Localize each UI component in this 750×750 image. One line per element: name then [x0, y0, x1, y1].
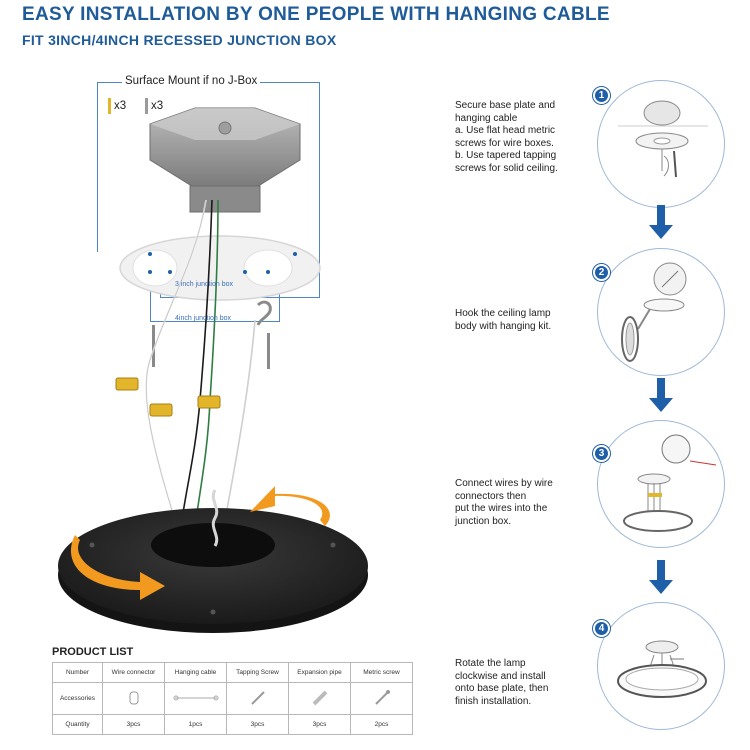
- quantity-cell: 2pcs: [350, 714, 413, 735]
- metric-screw-icon: [350, 682, 413, 715]
- down-arrow-icon: [649, 378, 673, 412]
- gold-screw-qty: x3: [108, 98, 126, 114]
- hanging-hook: [256, 300, 272, 326]
- junction-4inch-label: 4inch junction box: [175, 315, 232, 322]
- step-2-badge: 2: [593, 264, 610, 281]
- table-row: Number Wire connector Hanging cable Tapp…: [52, 662, 413, 683]
- row-label-quantity: Quantity: [52, 714, 103, 735]
- base-plate: [58, 508, 368, 633]
- table-row: Quantity 3pcs 1pcs 3pcs 3pcs 2pcs: [52, 714, 413, 735]
- column-header: Hanging cable: [164, 662, 227, 683]
- wires: [145, 199, 256, 521]
- page-title: EASY INSTALLATION BY ONE PEOPLE WITH HAN…: [22, 4, 610, 25]
- down-arrow-icon: [649, 560, 673, 594]
- column-header: Tapping Screw: [226, 662, 289, 683]
- step-1-badge: 1: [593, 87, 610, 104]
- silver-screw-qty-text: x3: [151, 100, 164, 112]
- junction-3inch-label: 3 inch junction box: [175, 281, 233, 288]
- hanging-cable-icon: [164, 682, 227, 715]
- product-list-table: Number Wire connector Hanging cable Tapp…: [52, 662, 413, 735]
- rotate-arrows: [70, 486, 330, 600]
- step-3-badge: 3: [593, 445, 610, 462]
- column-header: Metric screw: [350, 662, 413, 683]
- tapping-screw-icon: [226, 682, 289, 715]
- silver-screw-icon: [145, 98, 148, 114]
- hanging-chain: [211, 489, 219, 547]
- row-label-number: Number: [52, 662, 103, 683]
- junction-box: [149, 107, 301, 213]
- gold-screw-qty-text: x3: [114, 100, 127, 112]
- quantity-cell: 1pcs: [164, 714, 227, 735]
- wire-connectors: [115, 377, 221, 417]
- down-arrow-icon: [649, 205, 673, 239]
- screw-right: [267, 333, 270, 369]
- page-subtitle: FIT 3INCH/4INCH RECESSED JUNCTION BOX: [22, 32, 337, 48]
- exploded-view-illustration: [58, 107, 368, 633]
- column-header: Expansion pipe: [288, 662, 351, 683]
- mounting-plate: [119, 235, 321, 301]
- step-2-illustration: [597, 248, 725, 376]
- step-3-illustration: [597, 420, 725, 548]
- quantity-cell: 3pcs: [288, 714, 351, 735]
- wire-connector-icon: [102, 682, 165, 715]
- installation-diagram: Surface Mount if no J-Box x3 x3: [58, 75, 368, 633]
- expansion-pipe-icon: [288, 682, 351, 715]
- row-label-accessories: Accessories: [52, 682, 103, 715]
- step-4-illustration: [597, 602, 725, 730]
- step-4-badge: 4: [593, 620, 610, 637]
- silver-screw-qty: x3: [145, 98, 163, 114]
- product-list-title: PRODUCT LIST: [52, 646, 134, 658]
- gold-screw-icon: [108, 98, 111, 114]
- surface-mount-label: Surface Mount if no J-Box: [122, 75, 261, 87]
- quantity-cell: 3pcs: [226, 714, 289, 735]
- screw-left: [152, 325, 155, 367]
- quantity-cell: 3pcs: [102, 714, 165, 735]
- step-1-illustration: [597, 80, 725, 208]
- column-header: Wire connector: [102, 662, 165, 683]
- table-row: Accessories: [52, 682, 413, 715]
